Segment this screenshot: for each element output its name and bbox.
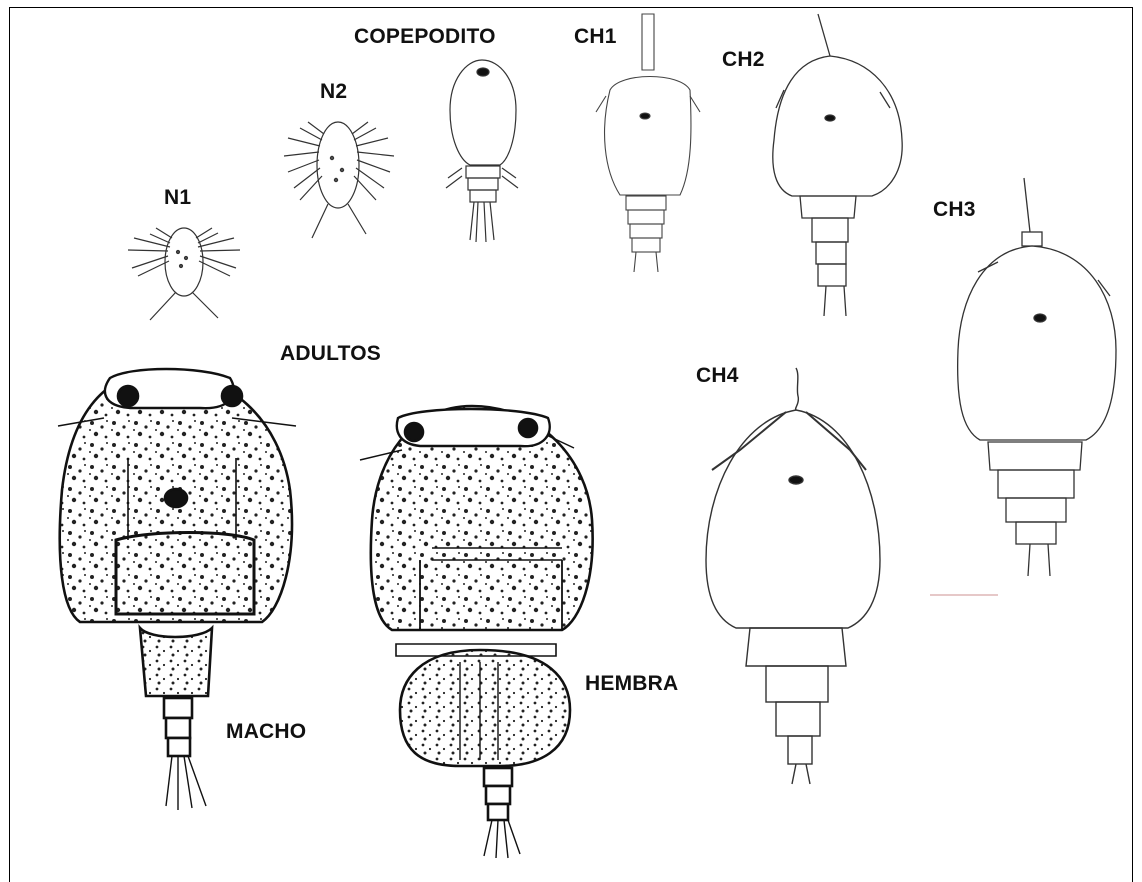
label-ch3: CH3 <box>933 198 976 222</box>
label-adultos: ADULTOS <box>280 342 381 366</box>
label-ch1: CH1 <box>574 25 617 49</box>
nauplius-n1 <box>128 228 240 320</box>
label-ch2: CH2 <box>722 48 765 72</box>
chalimus-ch2 <box>773 14 902 316</box>
label-n1: N1 <box>164 186 191 210</box>
label-copepodito: COPEPODITO <box>354 25 496 49</box>
label-macho: MACHO <box>226 720 306 744</box>
copepodite-stage <box>446 60 518 242</box>
chalimus-ch3 <box>930 178 1116 595</box>
chalimus-ch4 <box>706 368 880 784</box>
adult-female <box>360 406 593 858</box>
chalimus-ch1 <box>596 14 700 272</box>
nauplius-n2 <box>284 122 394 238</box>
label-n2: N2 <box>320 80 347 104</box>
label-ch4: CH4 <box>696 364 739 388</box>
label-hembra: HEMBRA <box>585 672 678 696</box>
